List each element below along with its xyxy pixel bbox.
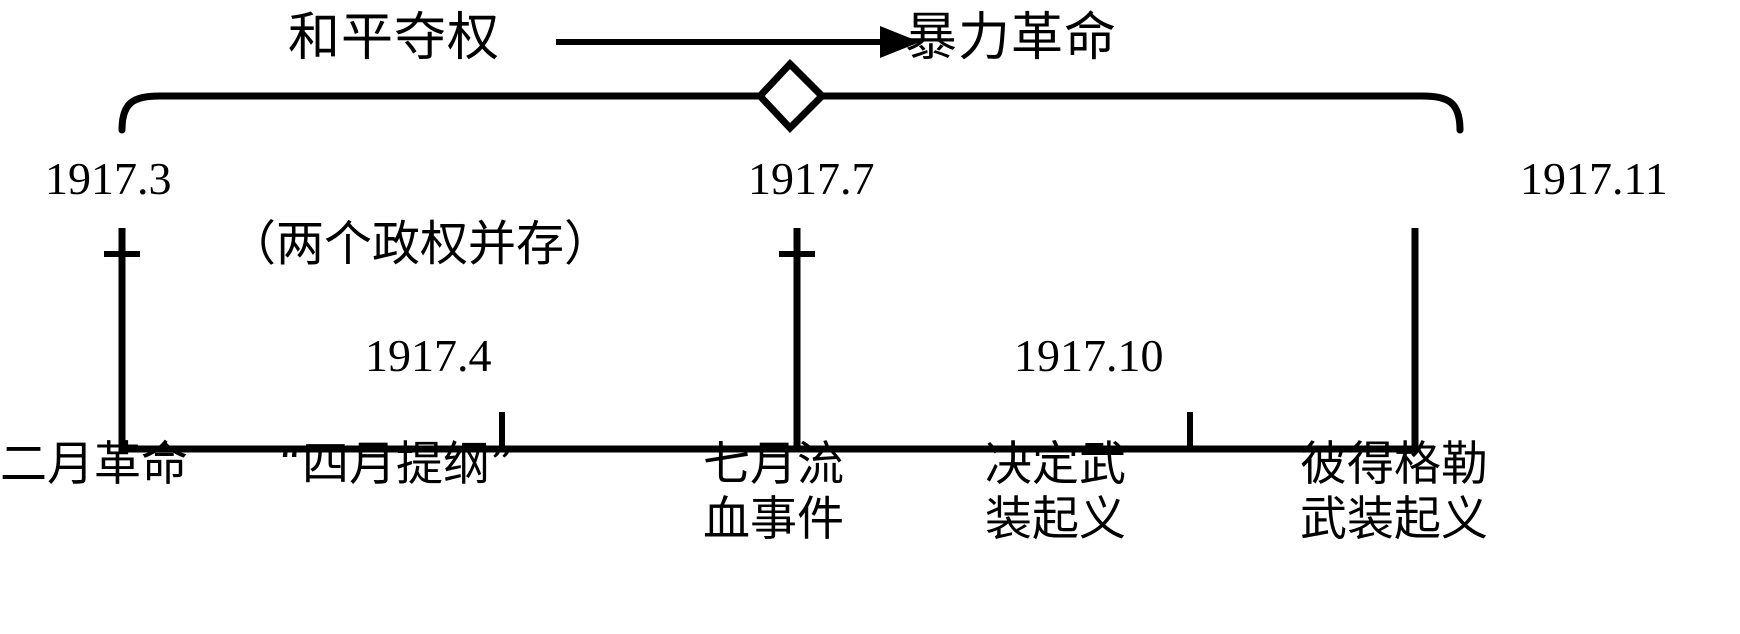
phase-label-peaceful-seizure: 和平夺权: [288, 8, 501, 68]
brace-peaceful-phase: [118, 58, 826, 134]
arrow-right-icon: [556, 26, 920, 58]
date-marker-1917-11: 1917.11: [1520, 153, 1668, 204]
phase-label-violent-revolution: 暴力革命: [905, 8, 1118, 68]
event-label-petrograd-uprising: 彼得格勒 武装起义: [1300, 437, 1488, 548]
tick-marks-baseline: [499, 412, 1193, 449]
annotation-dual-power: （两个政权并存）: [228, 216, 613, 272]
event-label-july-days: 七月流 血事件: [703, 437, 844, 548]
event-label-april-theses: “四月提纲”: [278, 437, 515, 492]
event-label-february-revolution: 二月革命: [0, 437, 188, 492]
date-marker-1917-10: 1917.10: [1014, 330, 1164, 381]
event-label-decide-armed-uprising: 决定武 装起义: [985, 437, 1126, 548]
date-marker-1917-3: 1917.3: [45, 153, 172, 204]
date-marker-1917-7: 1917.7: [748, 153, 875, 204]
date-marker-1917-4: 1917.4: [365, 330, 492, 381]
brace-violent-phase: [756, 60, 1464, 134]
timeline-baseline: [118, 228, 1419, 453]
